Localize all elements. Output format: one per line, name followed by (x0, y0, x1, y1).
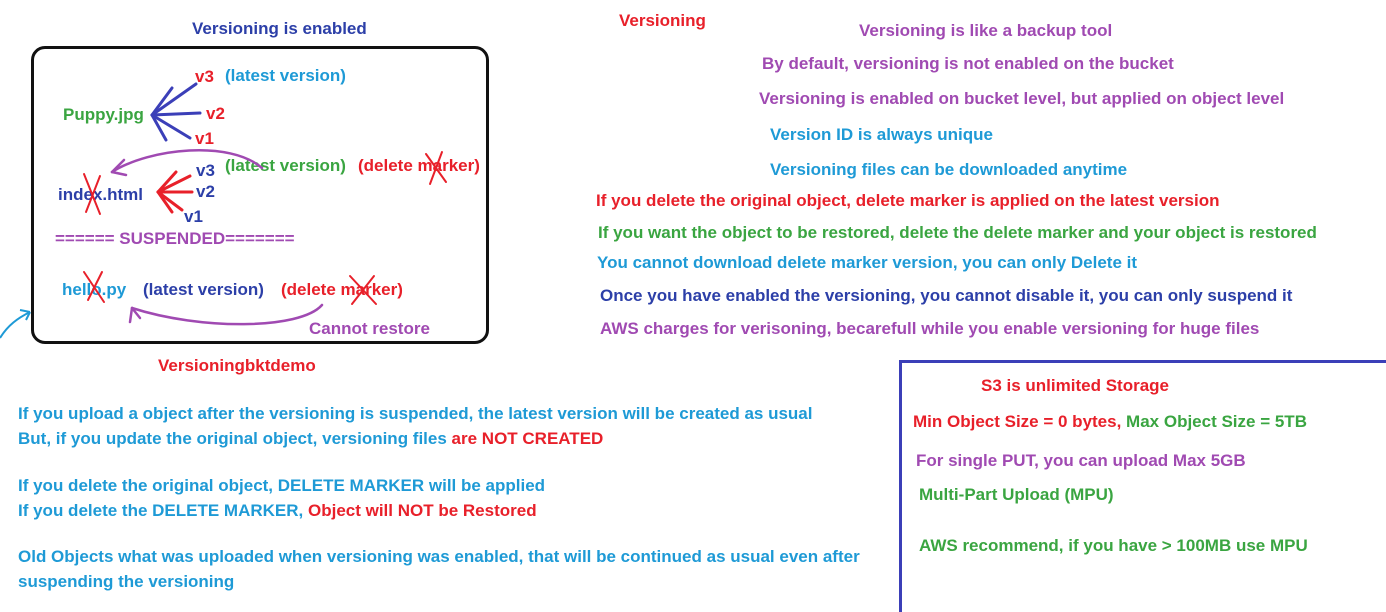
suspended-note-2b-highlight: Object will NOT be Restored (307, 501, 537, 520)
suspended-note-2a: If you delete the original object, DELET… (18, 476, 546, 495)
puppy-v1-label: v1 (195, 129, 214, 148)
suspended-note-1b-highlight: are NOT CREATED (451, 429, 604, 448)
s3-mpu: Multi-Part Upload (MPU) (919, 485, 1114, 504)
note-line-1: Versioning is like a backup tool (859, 21, 1113, 40)
diagram-heading: Versioning is enabled (192, 19, 367, 38)
note-line-8: You cannot download delete marker versio… (597, 253, 1138, 272)
index-latest-label: (latest version) (225, 156, 346, 175)
suspended-note-2b-text: If you delete the DELETE MARKER, (18, 501, 308, 520)
note-line-2: By default, versioning is not enabled on… (762, 54, 1174, 73)
index-v1-label: v1 (184, 207, 203, 226)
s3-max-size: Max Object Size = 5TB (1126, 412, 1307, 431)
note-line-9: Once you have enabled the versioning, yo… (600, 286, 1293, 305)
cannot-restore-label: Cannot restore (309, 319, 430, 338)
s3-recommend: AWS recommend, if you have > 100MB use M… (919, 536, 1308, 555)
note-line-5: Versioning files can be downloaded anyti… (770, 160, 1128, 179)
s3-min-size: Min Object Size = 0 bytes, (913, 412, 1127, 431)
index-v2-label: v2 (196, 182, 215, 201)
suspended-note-2b: If you delete the DELETE MARKER, Object … (18, 501, 537, 521)
note-line-10: AWS charges for verisoning, becarefull w… (600, 319, 1260, 338)
notes-title: Versioning (619, 11, 706, 30)
puppy-file-label: Puppy.jpg (63, 105, 144, 124)
index-delete-marker-label: (delete marker) (358, 156, 480, 175)
suspended-note-3b: suspending the versioning (18, 572, 235, 591)
suspended-divider: ====== SUSPENDED======= (55, 229, 295, 248)
note-line-3: Versioning is enabled on bucket level, b… (759, 89, 1285, 108)
hello-latest-label: (latest version) (143, 280, 264, 299)
suspended-note-1b-text: But, if you update the original object, … (18, 429, 452, 448)
bucket-name-label: Versioningbktdemo (158, 356, 316, 375)
note-line-7: If you want the object to be restored, d… (598, 223, 1317, 242)
s3-facts-panel (899, 360, 1386, 612)
s3-single-put: For single PUT, you can upload Max 5GB (916, 451, 1246, 470)
s3-object-size: Min Object Size = 0 bytes, Max Object Si… (913, 412, 1307, 432)
index-file-label: index.html (58, 185, 144, 204)
suspended-note-1b: But, if you update the original object, … (18, 429, 603, 449)
note-line-4: Version ID is always unique (770, 125, 993, 144)
note-line-6: If you delete the original object, delet… (596, 191, 1220, 210)
bucket-diagram-box (31, 46, 489, 344)
edge-arrow-mark (0, 309, 31, 339)
index-v3-label: v3 (196, 161, 215, 180)
puppy-v3-label: v3 (195, 67, 214, 86)
s3-title: S3 is unlimited Storage (981, 376, 1169, 395)
puppy-v2-label: v2 (206, 104, 225, 123)
suspended-note-3a: Old Objects what was uploaded when versi… (18, 547, 860, 566)
hello-delete-marker-label: (delete marker) (281, 280, 403, 299)
hello-file-label: hello.py (62, 280, 127, 299)
suspended-note-1a: If you upload a object after the version… (18, 404, 813, 423)
puppy-latest-label: (latest version) (225, 66, 346, 85)
